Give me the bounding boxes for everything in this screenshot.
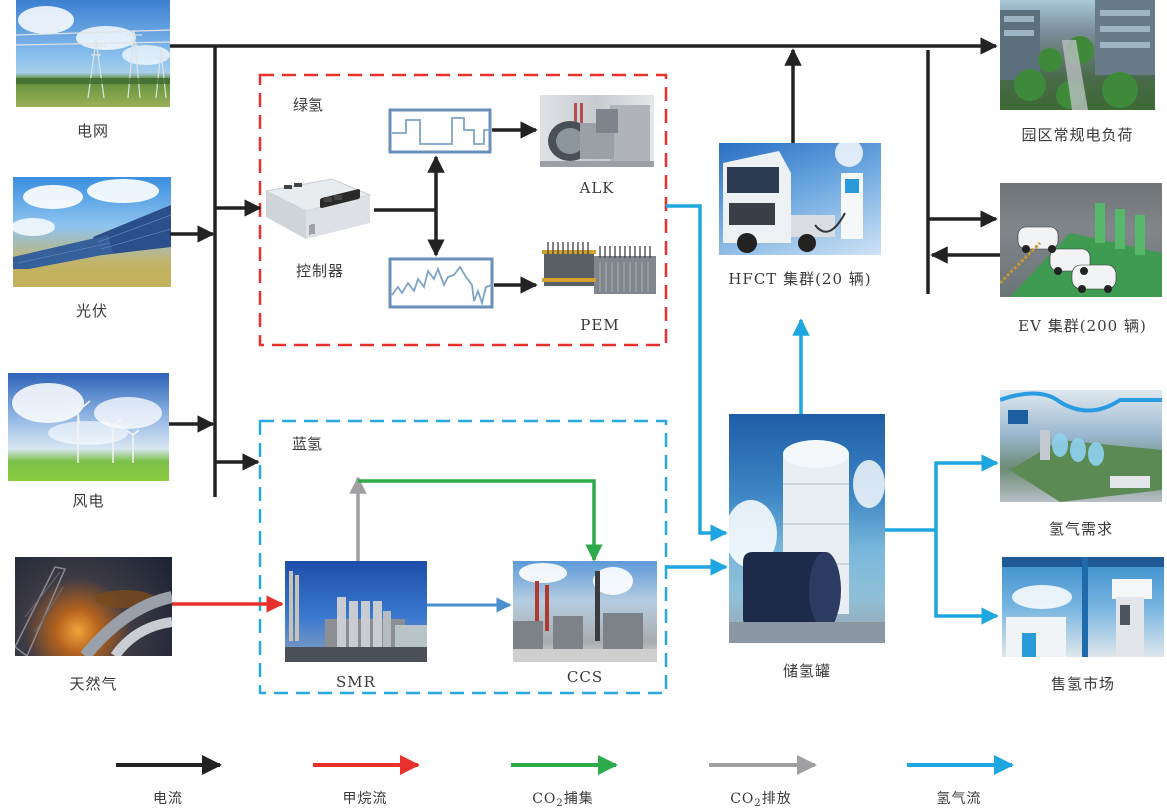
controller-label: 控制器 — [295, 262, 344, 280]
hydrogen-market-label: 售氢市场 — [1050, 675, 1115, 693]
smr-plant-image — [285, 561, 427, 662]
gas-label: 天然气 — [69, 675, 118, 693]
wind-label: 风电 — [72, 492, 105, 510]
green-hydrogen-title: 绿氢 — [293, 96, 324, 114]
hydrogen-tank-image — [729, 414, 885, 643]
ev-cluster-image — [1000, 183, 1162, 297]
legend-hydrogen-label: 氢气流 — [936, 791, 982, 807]
hfct-label: HFCT 集群(20 辆) — [728, 270, 872, 288]
legend-methane-label: 甲烷流 — [342, 791, 388, 807]
wind-turbine-image — [8, 373, 169, 481]
park-load-image — [1000, 0, 1155, 110]
hfct-truck-image — [719, 143, 881, 255]
power-grid-image — [16, 0, 170, 107]
smr-label: SMR — [336, 673, 376, 691]
alk-electrolyzer-image — [540, 95, 654, 167]
blue-hydrogen-title: 蓝氢 — [292, 435, 323, 453]
controller-image — [262, 177, 374, 243]
natural-gas-image — [15, 557, 172, 656]
square-wave-signal-box — [388, 108, 492, 154]
legend-co2-emission-label: CO2排放 — [730, 791, 792, 809]
hydrogen-demand-label: 氢气需求 — [1048, 520, 1113, 538]
ev-cluster-label: EV 集群(200 辆) — [1018, 317, 1147, 335]
hydrogen-tank-label: 储氢罐 — [782, 662, 831, 680]
co2-capture-line — [358, 479, 603, 562]
legend-co2-capture-label: CO2捕集 — [532, 791, 594, 809]
alk-label: ALK — [579, 179, 615, 197]
pem-electrolyzer-image — [540, 238, 660, 296]
fluctuating-wave-signal-box — [388, 257, 494, 309]
grid-label: 电网 — [76, 122, 109, 140]
solar-panel-image — [13, 177, 171, 287]
ccs-plant-image — [513, 561, 657, 662]
hydrogen-demand-image — [1000, 390, 1162, 502]
ccs-label: CCS — [566, 668, 604, 686]
hydrogen-market-image — [1002, 557, 1164, 657]
pem-label: PEM — [580, 316, 620, 334]
legend-electric-label: 电流 — [153, 791, 183, 807]
pv-label: 光伏 — [75, 302, 108, 320]
park-load-label: 园区常规电负荷 — [1021, 126, 1134, 144]
